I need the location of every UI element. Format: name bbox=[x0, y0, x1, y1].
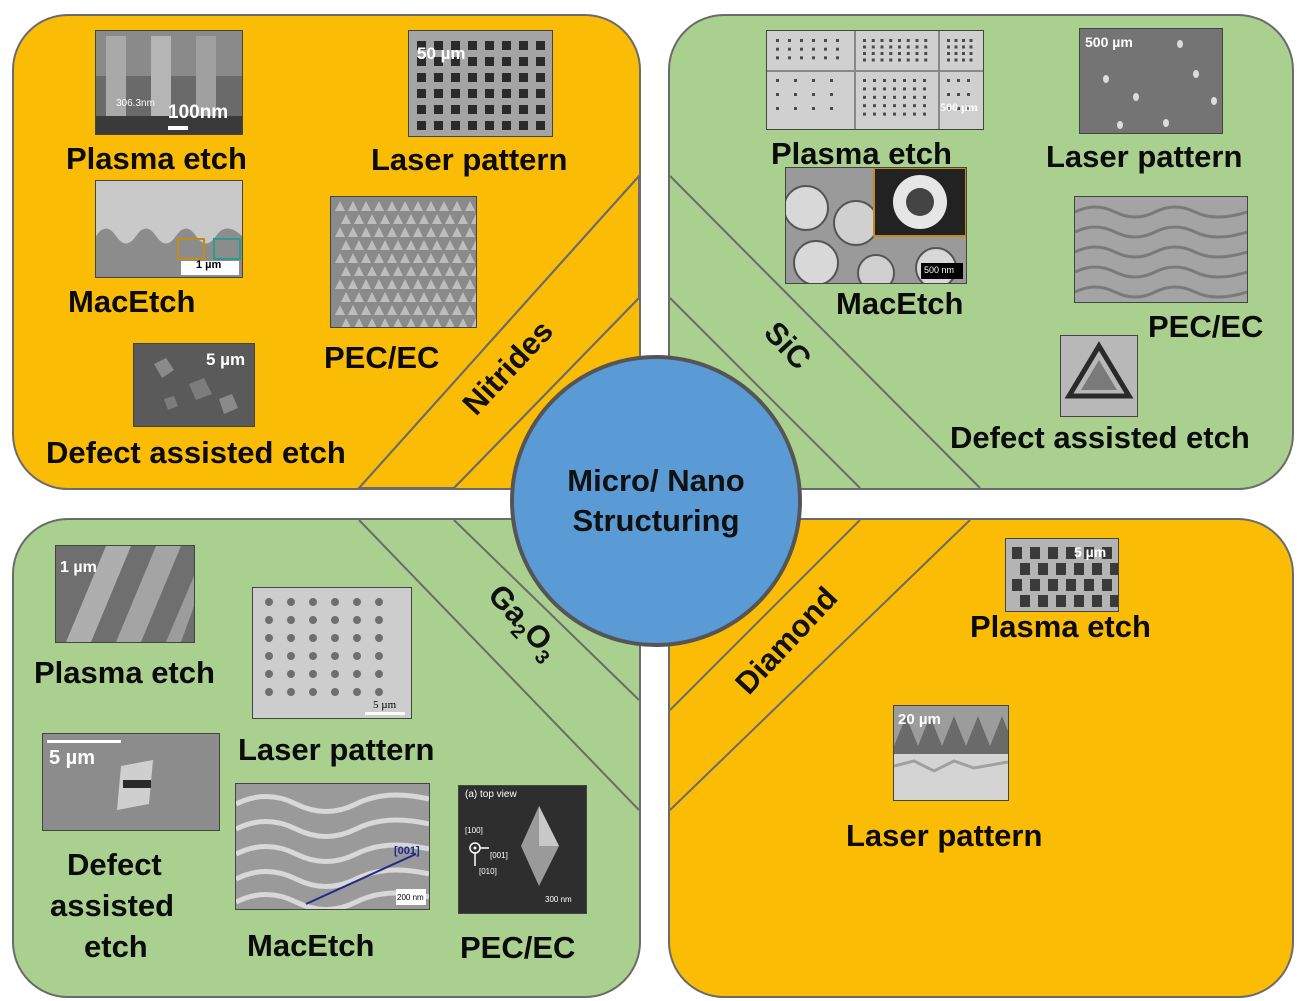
nitrides-plasma-etch-image: 306.3nm 100nm bbox=[95, 30, 243, 135]
sic-macetch-scale: 500 nm bbox=[924, 265, 955, 275]
nitrides-defect-image: 5 µm bbox=[133, 343, 255, 427]
ga2o3-defect-label-1: Defect bbox=[67, 847, 162, 882]
nitrides-plasma-etch-label: Plasma etch bbox=[66, 141, 247, 176]
sic-laser-scale: 500 µm bbox=[1085, 34, 1133, 50]
ga2o3-plasma-scale: 1 µm bbox=[60, 559, 97, 576]
sic-defect-image bbox=[1060, 335, 1138, 417]
diamond-plasma-etch-image: 5 µm bbox=[1005, 538, 1119, 612]
diamond-laser-scale: 20 µm bbox=[898, 711, 941, 728]
sic-pec-ec-image bbox=[1074, 196, 1248, 303]
ga2o3-pec-dir2: [001] bbox=[490, 851, 508, 860]
ga2o3-macetch-label: MacEtch bbox=[247, 928, 375, 963]
sic-plasma-etch-image: 500 µm bbox=[766, 30, 984, 130]
diamond-plasma-etch-label: Plasma etch bbox=[970, 609, 1151, 644]
diamond-diagonal-band bbox=[670, 520, 971, 811]
nitrides-diagonal-band bbox=[357, 174, 639, 488]
nitrides-defect-label: Defect assisted etch bbox=[46, 435, 346, 470]
ga2o3-diagonal-band bbox=[358, 520, 639, 811]
nitrides-macetch-scale: 1 µm bbox=[196, 259, 222, 271]
ga2o3-defect-scale: 5 µm bbox=[49, 747, 95, 769]
diamond-laser-pattern-label: Laser pattern bbox=[846, 818, 1043, 853]
diamond-plasma-scale: 5 µm bbox=[1074, 544, 1107, 560]
ga2o3-pec-ec-label: PEC/EC bbox=[460, 930, 576, 965]
nitrides-macetch-image: 1 µm bbox=[95, 180, 243, 278]
sic-macetch-image: 500 nm bbox=[785, 167, 967, 284]
center-line2: Structuring bbox=[572, 503, 740, 538]
nitrides-pec-ec-label: PEC/EC bbox=[324, 340, 440, 375]
ga2o3-pec-view: (a) top view bbox=[465, 789, 517, 800]
nitrides-laser-pattern-image: 50 µm bbox=[408, 30, 553, 137]
nitrides-pec-ec-image bbox=[330, 196, 477, 328]
nitrides-plasma-scale: 100nm bbox=[168, 102, 229, 123]
sic-plasma-etch-label: Plasma etch bbox=[771, 136, 952, 171]
ga2o3-macetch-dir: [001] bbox=[394, 845, 420, 857]
diamond-laser-pattern-image: 20 µm bbox=[893, 705, 1009, 801]
nitrides-macetch-label: MacEtch bbox=[68, 284, 196, 319]
ga2o3-defect-image: 5 µm bbox=[42, 733, 220, 831]
ga2o3-plasma-etch-image: 1 µm bbox=[55, 545, 195, 643]
nitrides-plasma-small-scale: 306.3nm bbox=[116, 98, 155, 109]
sic-defect-label: Defect assisted etch bbox=[950, 420, 1250, 455]
ga2o3-macetch-scale: 200 nm bbox=[397, 893, 424, 902]
sic-laser-pattern-image: 500 µm bbox=[1079, 28, 1223, 134]
sic-macetch-label: MacEtch bbox=[836, 286, 964, 321]
ga2o3-pec-dir3: [010] bbox=[479, 867, 497, 876]
ga2o3-laser-scale: 5 µm bbox=[373, 699, 397, 711]
sic-pec-ec-label: PEC/EC bbox=[1148, 309, 1264, 344]
sic-laser-pattern-label: Laser pattern bbox=[1046, 139, 1243, 174]
ga2o3-pec-ec-image: (a) top view [100] [001] [010] 300 nm bbox=[458, 785, 587, 914]
ga2o3-defect-label-3: etch bbox=[84, 929, 148, 964]
sic-plasma-scale: 500 µm bbox=[940, 100, 978, 114]
ga2o3-macetch-image: [001] 200 nm bbox=[235, 783, 430, 910]
ga2o3-plasma-etch-label: Plasma etch bbox=[34, 655, 215, 690]
ga2o3-laser-pattern-image: 5 µm bbox=[252, 587, 412, 719]
nitrides-laser-scale: 50 µm bbox=[417, 44, 466, 63]
ga2o3-pec-scale: 300 nm bbox=[545, 895, 572, 904]
sic-diagonal-band bbox=[670, 175, 981, 488]
ga2o3-pec-dir1: [100] bbox=[465, 826, 483, 835]
ga2o3-laser-pattern-label: Laser pattern bbox=[238, 732, 435, 767]
nitrides-laser-pattern-label: Laser pattern bbox=[371, 142, 568, 177]
center-line1: Micro/ Nano bbox=[567, 462, 745, 498]
ga2o3-defect-label-2: assisted bbox=[50, 888, 175, 923]
nitrides-defect-scale: 5 µm bbox=[206, 350, 246, 369]
